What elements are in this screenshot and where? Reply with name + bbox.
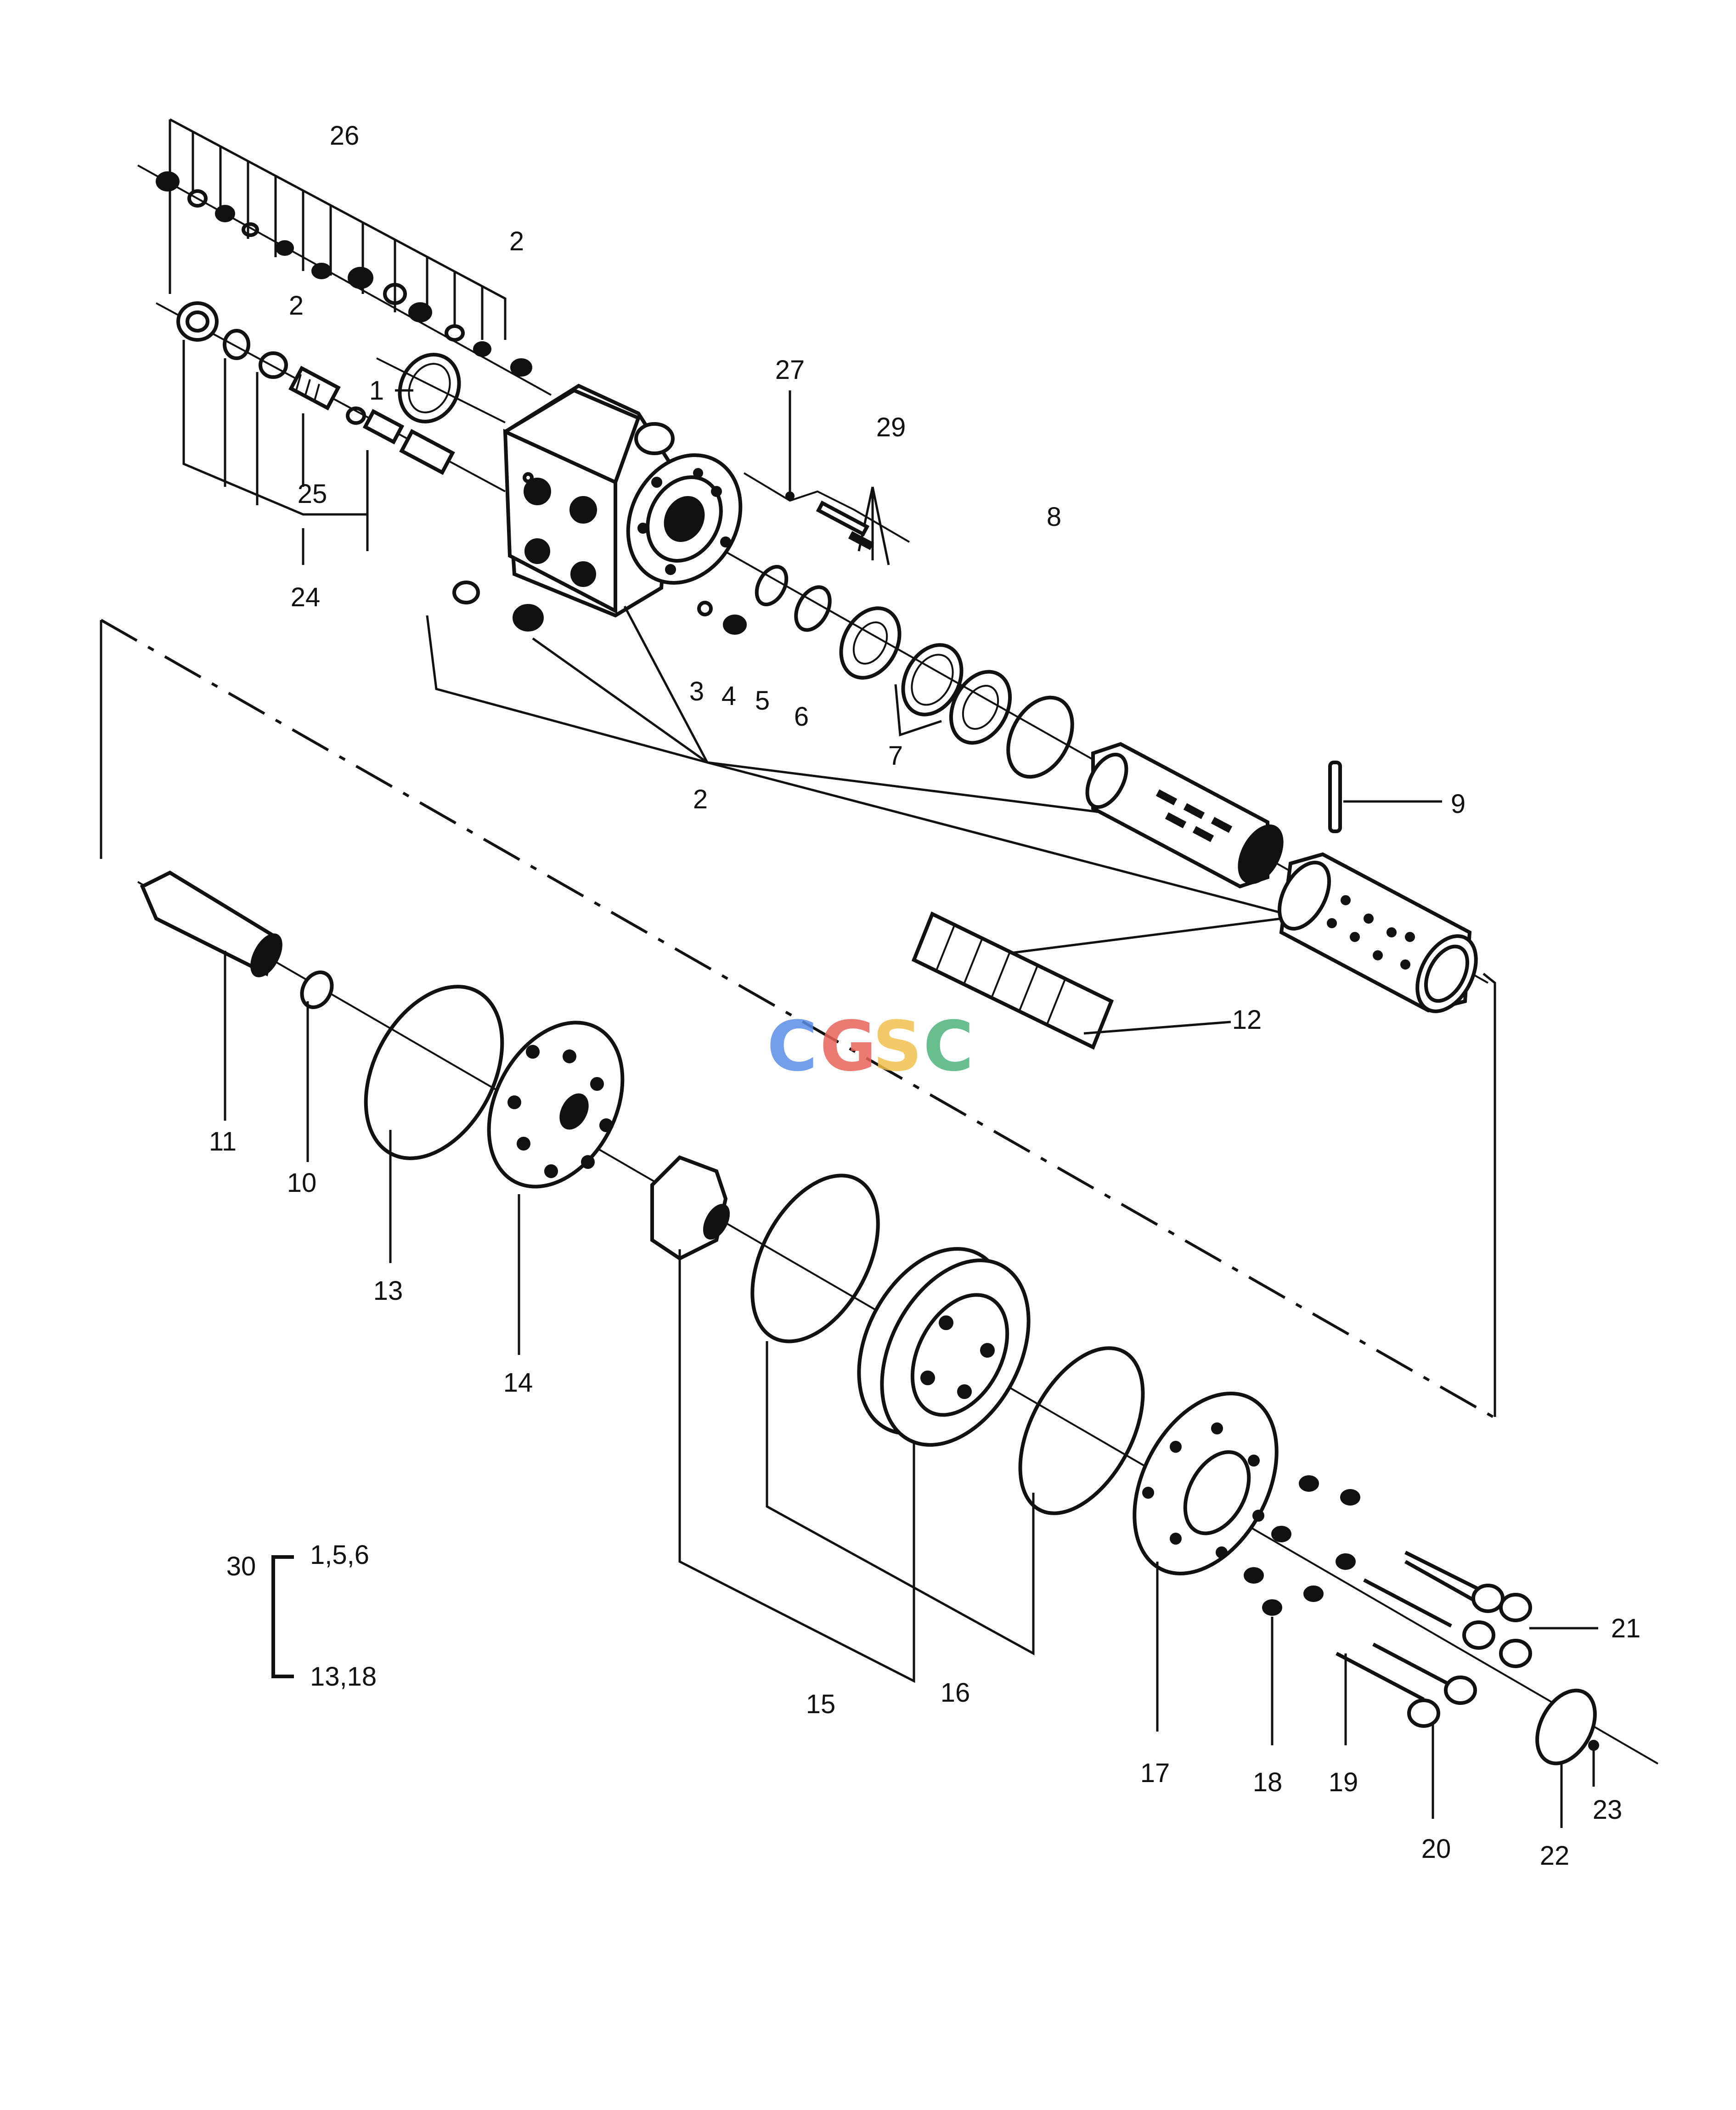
callout-22: 22 xyxy=(1540,1841,1570,1871)
callout-20: 20 xyxy=(1421,1834,1451,1864)
callout-8: 8 xyxy=(1047,502,1061,532)
kit-group-b: 13,18 xyxy=(310,1662,377,1692)
callout-5: 5 xyxy=(755,686,770,716)
springs-12 xyxy=(911,911,1282,1050)
bearing-washers-7 xyxy=(839,606,1012,745)
kit-bracket xyxy=(271,1555,294,1678)
callout-25: 25 xyxy=(298,479,327,509)
callout-23: 23 xyxy=(1593,1795,1623,1825)
callout-4: 4 xyxy=(721,681,736,711)
plug-2a xyxy=(452,581,480,604)
spool xyxy=(1085,742,1284,889)
screw-23 xyxy=(1588,1740,1599,1751)
watermark-letter-1: C xyxy=(767,1007,817,1087)
callout-14: 14 xyxy=(503,1368,533,1398)
callout-6: 6 xyxy=(794,702,809,732)
gerotor-star-15 xyxy=(650,1155,915,1683)
kit-number-30: 30 xyxy=(226,1551,256,1581)
callout-15: 15 xyxy=(806,1689,836,1719)
watermark-logo: C G S C xyxy=(767,1007,974,1087)
callout-18: 18 xyxy=(1253,1767,1283,1797)
callout-9: 9 xyxy=(1451,789,1465,819)
callout-10: 10 xyxy=(287,1168,317,1198)
callout-12: 12 xyxy=(1232,1005,1262,1035)
ring-8 xyxy=(1006,695,1074,779)
plug-2b xyxy=(513,604,544,632)
callout-24: 24 xyxy=(291,582,321,612)
gerotor-ring xyxy=(857,1247,1031,1447)
callout-2-bottom: 2 xyxy=(693,784,708,814)
callout-17: 17 xyxy=(1140,1758,1170,1788)
callout-19: 19 xyxy=(1329,1767,1358,1797)
watermark-letter-3: S xyxy=(873,1007,922,1087)
pin-springs-27-29 xyxy=(785,390,890,565)
drive-shaft-11 xyxy=(140,870,282,1121)
callout-21: 21 xyxy=(1611,1614,1641,1643)
callout-27: 27 xyxy=(775,355,805,385)
o-ring-1 xyxy=(398,353,461,423)
callout-16: 16 xyxy=(941,1678,970,1708)
watermark-letter-2: G xyxy=(820,1007,876,1087)
callout-3: 3 xyxy=(689,677,704,706)
callout-2-top: 2 xyxy=(509,226,524,256)
seal-5 xyxy=(755,564,789,607)
housing xyxy=(503,384,743,618)
o-ring-16b xyxy=(1018,1346,1145,1515)
pin-9 xyxy=(1328,761,1342,833)
callout-2-mid: 2 xyxy=(289,291,304,321)
fitting-set-26 xyxy=(156,118,532,377)
bolts-19-20-21 xyxy=(1336,1551,1598,1819)
watermark-letter-4: C xyxy=(923,1007,974,1087)
cover-22 xyxy=(1535,1688,1597,1766)
callout-11: 11 xyxy=(209,1127,237,1157)
o-ring-16 xyxy=(750,1173,880,1343)
ball-3 xyxy=(697,601,713,616)
seal-washers-18 xyxy=(1244,1475,1360,1745)
plug-4 xyxy=(723,615,747,635)
sleeve xyxy=(1277,852,1478,1013)
callout-7: 7 xyxy=(888,741,903,771)
callout-29: 29 xyxy=(876,412,906,442)
leaders-2 xyxy=(426,605,1286,915)
callout-13: 13 xyxy=(373,1276,403,1306)
callout-26: 26 xyxy=(330,121,360,151)
end-cap-17 xyxy=(1133,1392,1279,1732)
wear-plate-14 xyxy=(487,1021,625,1355)
spacer-10 xyxy=(300,970,334,1010)
seal-6 xyxy=(794,585,832,632)
callout-1: 1 xyxy=(369,376,384,406)
kit-group-a: 1,5,6 xyxy=(310,1540,369,1570)
relief-valve-24-25 xyxy=(176,301,455,565)
callout-labels: 26 2 2 1 25 24 27 29 8 3 4 5 6 7 2 9 12 … xyxy=(209,121,1640,1871)
